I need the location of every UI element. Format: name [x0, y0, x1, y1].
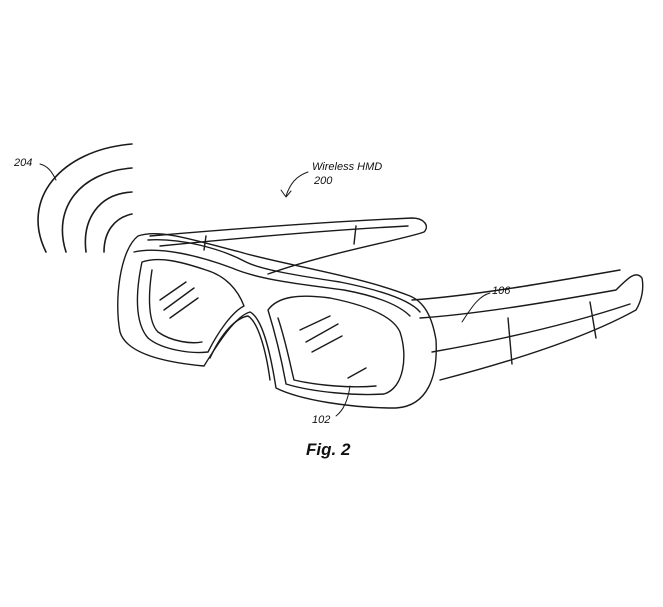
figure-caption: Fig. 2	[306, 440, 351, 459]
device-name-label: Wireless HMD	[312, 161, 383, 173]
right-temple-lower	[431, 303, 631, 353]
glare-l1	[159, 281, 187, 301]
outer-frame	[117, 232, 437, 409]
wireless-signal-icon	[37, 143, 133, 253]
leader-204	[39, 163, 57, 181]
signal-arc-3	[84, 191, 133, 253]
right-temple	[419, 274, 644, 381]
signal-arc-2	[61, 167, 133, 253]
right-temple-top	[411, 269, 621, 301]
left-lens-inner	[148, 269, 203, 344]
left-lens	[136, 258, 245, 354]
right-lens	[267, 295, 405, 396]
right-lens-inner	[277, 317, 377, 388]
right-temple-seam-2	[589, 301, 597, 339]
glasses-drawing	[117, 217, 644, 409]
glare-r2	[305, 323, 339, 343]
leader-200-arrow	[285, 171, 309, 197]
glare-r3	[311, 335, 343, 353]
frame-ridge	[147, 239, 421, 313]
leader-102	[335, 385, 351, 417]
strap-ref-label: 106	[492, 285, 511, 297]
nose-bridge	[209, 315, 271, 381]
lens-ref-label: 102	[312, 414, 331, 426]
frame-ridge-2	[133, 249, 411, 317]
glare-l3	[169, 297, 199, 319]
signal-arc-1	[37, 143, 133, 253]
right-temple-seam	[507, 317, 513, 365]
signal-ref-label: 204	[14, 157, 33, 169]
glare-r4	[347, 367, 367, 379]
device-ref-label: 200	[314, 175, 333, 187]
leader-106	[461, 292, 491, 323]
left-temple	[149, 217, 428, 275]
left-temple-seam-2	[353, 225, 357, 245]
glare-l2	[163, 287, 195, 311]
left-temple-inner	[159, 225, 409, 247]
glare-r1	[299, 315, 331, 331]
arrow-head	[280, 189, 292, 198]
signal-arc-4	[103, 213, 133, 253]
